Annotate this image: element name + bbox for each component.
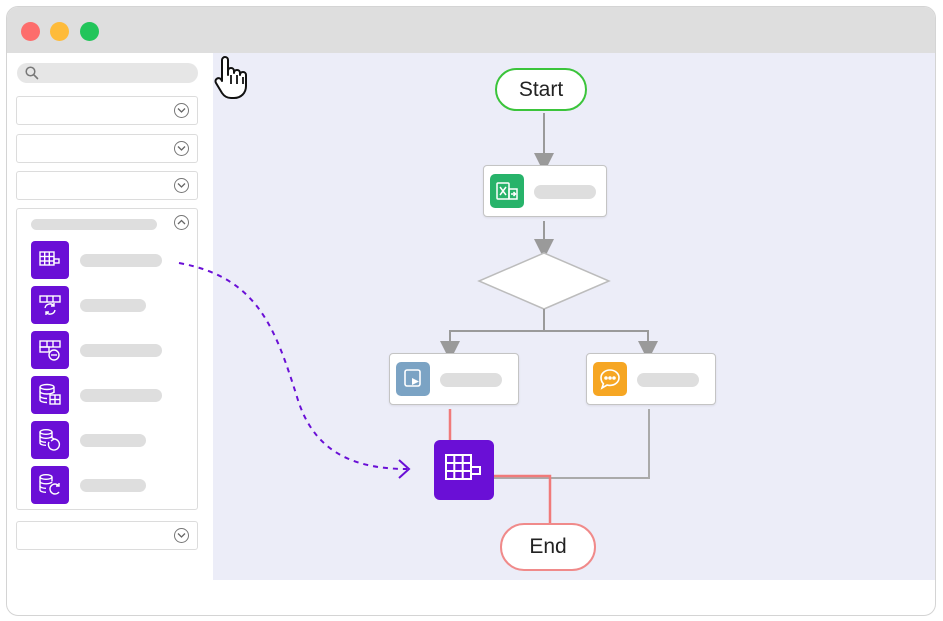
- decision-diamond: [477, 252, 611, 310]
- connector-split-left: [440, 330, 544, 361]
- chat-icon: [593, 362, 627, 396]
- tool-item-database-table[interactable]: [31, 376, 181, 414]
- tool-item-database-refresh[interactable]: [31, 466, 181, 504]
- tool-label: [80, 254, 162, 267]
- table-insert-icon: [31, 241, 69, 279]
- play-document-icon: [396, 362, 430, 396]
- database-table-icon: [31, 376, 69, 414]
- chevron-down-icon[interactable]: [174, 178, 189, 193]
- table-remove-icon: [31, 331, 69, 369]
- tool-label: [80, 299, 146, 312]
- title-bar: [7, 7, 935, 53]
- node-label: [637, 373, 699, 387]
- maximize-button[interactable]: [80, 22, 99, 41]
- tool-item-table-insert[interactable]: [31, 241, 181, 279]
- search-input[interactable]: [17, 63, 198, 83]
- accordion-section-3[interactable]: [16, 171, 198, 200]
- tool-label: [80, 434, 146, 447]
- action-node[interactable]: [389, 353, 519, 405]
- message-node[interactable]: [586, 353, 716, 405]
- table-refresh-icon: [31, 286, 69, 324]
- chevron-down-icon[interactable]: [174, 103, 189, 118]
- connector-dropped-end: [493, 474, 552, 523]
- table-insert-icon: [445, 454, 481, 480]
- database-undo-icon: [31, 421, 69, 459]
- node-label: [440, 373, 502, 387]
- accordion-section-open: [16, 208, 198, 510]
- minimize-button[interactable]: [50, 22, 69, 41]
- close-button[interactable]: [21, 22, 40, 41]
- section-title: [31, 219, 157, 230]
- flow-canvas[interactable]: Start: [213, 53, 935, 580]
- tool-item-table-refresh[interactable]: [31, 286, 181, 324]
- excel-icon: [490, 174, 524, 208]
- database-refresh-icon: [31, 466, 69, 504]
- excel-node[interactable]: [483, 165, 607, 217]
- tool-label: [80, 389, 162, 402]
- dropped-table-node[interactable]: [434, 440, 494, 500]
- start-node[interactable]: Start: [495, 68, 587, 111]
- flow-connectors: [440, 113, 658, 523]
- accordion-section-1[interactable]: [16, 96, 198, 125]
- node-label: [534, 185, 596, 199]
- accordion-section-bottom[interactable]: [16, 521, 198, 550]
- tool-label: [80, 479, 146, 492]
- search-icon: [25, 66, 39, 80]
- chevron-up-icon[interactable]: [174, 215, 189, 230]
- tool-item-table-remove[interactable]: [31, 331, 181, 369]
- accordion-section-2[interactable]: [16, 134, 198, 163]
- end-node[interactable]: End: [500, 523, 596, 571]
- app-window: Start: [6, 6, 936, 616]
- tool-item-database-undo[interactable]: [31, 421, 181, 459]
- hand-cursor-icon: [214, 56, 247, 99]
- chevron-down-icon[interactable]: [174, 141, 189, 156]
- connector-message-join: [493, 409, 650, 479]
- tool-label: [80, 344, 162, 357]
- connector-split-right: [544, 330, 658, 361]
- chevron-down-icon[interactable]: [174, 528, 189, 543]
